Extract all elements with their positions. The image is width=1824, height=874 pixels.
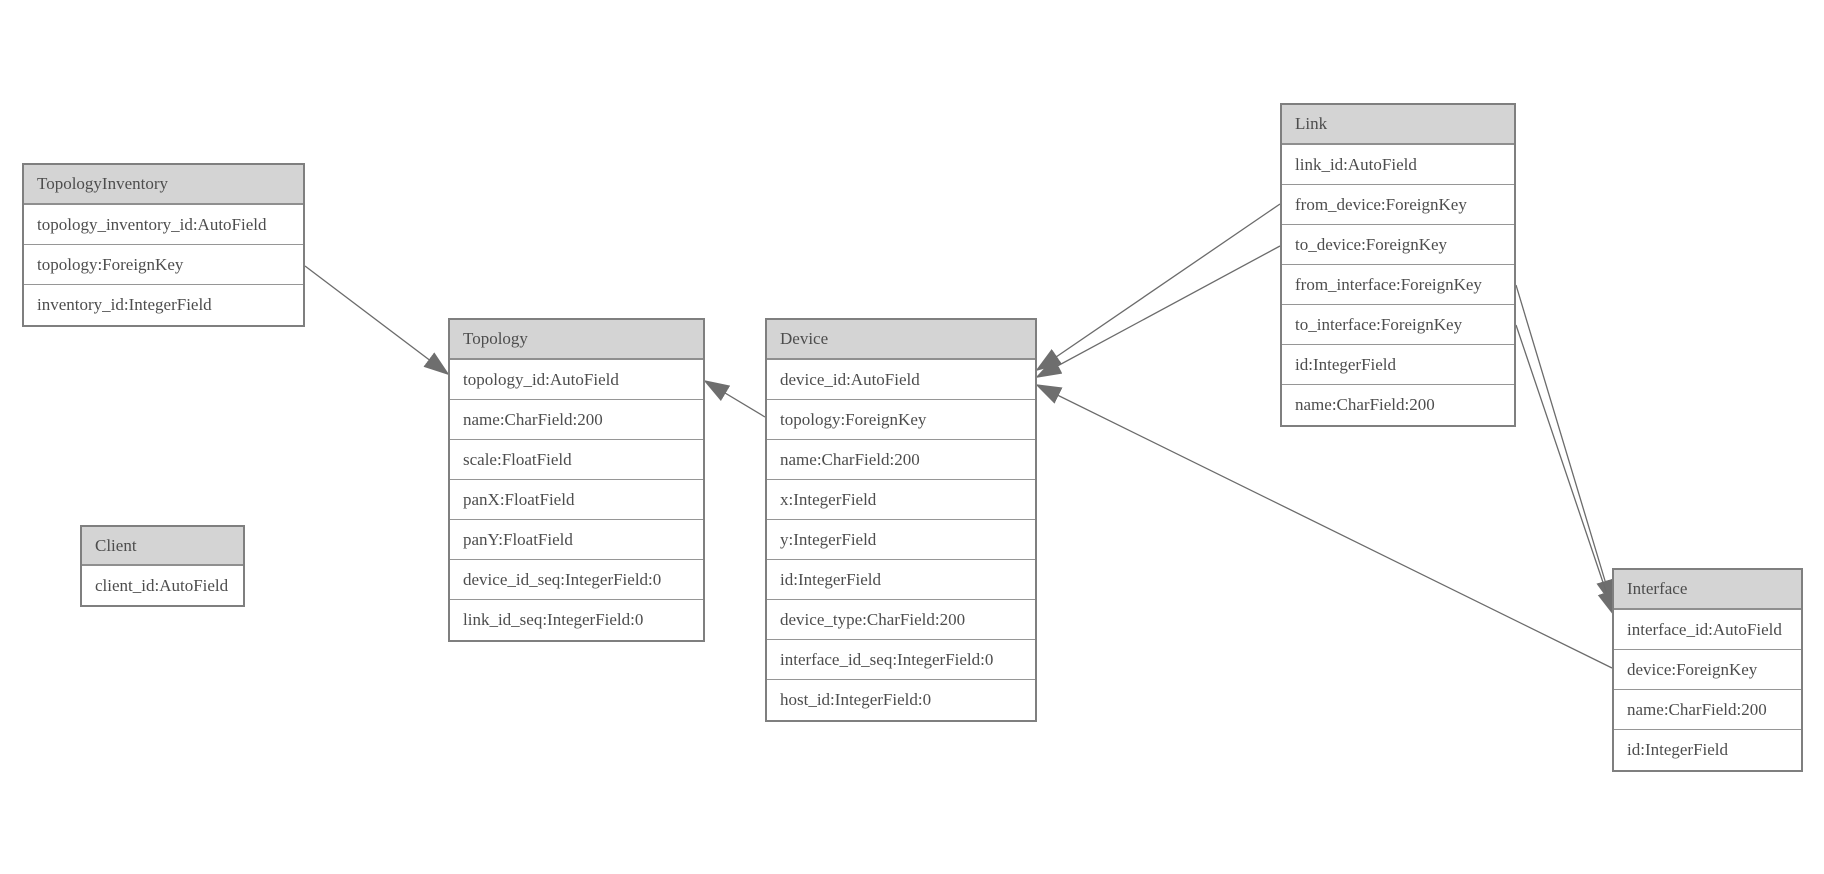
entity-field: name:CharField:200 (1614, 690, 1801, 730)
entity-field: topology_id:AutoField (450, 360, 703, 400)
entity-field: y:IntegerField (767, 520, 1035, 560)
entity-field: interface_id:AutoField (1614, 610, 1801, 650)
entity-title: Device (767, 320, 1035, 360)
entity-field: topology:ForeignKey (767, 400, 1035, 440)
entity-title: Client (82, 527, 243, 566)
entity-field: client_id:AutoField (82, 566, 243, 605)
entity-title: Link (1282, 105, 1514, 145)
edge-link-to-interface-fk (1515, 324, 1615, 617)
entity-field: topology_inventory_id:AutoField (24, 205, 303, 245)
entity-field: interface_id_seq:IntegerField:0 (767, 640, 1035, 680)
entity-field: link_id_seq:IntegerField:0 (450, 600, 703, 640)
entity-field: x:IntegerField (767, 480, 1035, 520)
entity-title: Interface (1614, 570, 1801, 610)
entity-field: device_id_seq:IntegerField:0 (450, 560, 703, 600)
entity-field: from_device:ForeignKey (1282, 185, 1514, 225)
entity-field: name:CharField:200 (1282, 385, 1514, 425)
entity-field: panY:FloatField (450, 520, 703, 560)
entity-title: TopologyInventory (24, 165, 303, 205)
entity-field: scale:FloatField (450, 440, 703, 480)
entity-field: name:CharField:200 (450, 400, 703, 440)
entity-field: device:ForeignKey (1614, 650, 1801, 690)
entity-field: topology:ForeignKey (24, 245, 303, 285)
entity-title: Topology (450, 320, 703, 360)
entity-field: id:IntegerField (1282, 345, 1514, 385)
entity-field: id:IntegerField (1614, 730, 1801, 770)
entity-field: link_id:AutoField (1282, 145, 1514, 185)
entity-field: from_interface:ForeignKey (1282, 265, 1514, 305)
edge-topologyinventory-topology-fk (304, 265, 450, 376)
entity-field: device_type:CharField:200 (767, 600, 1035, 640)
edge-link-to-device-fk (1035, 245, 1281, 378)
entity-field: inventory_id:IntegerField (24, 285, 303, 325)
entity-field: to_interface:ForeignKey (1282, 305, 1514, 345)
edge-device-topology-fk (703, 379, 766, 418)
edge-link-from-interface-fk (1515, 284, 1614, 606)
edge-interface-device-fk (1035, 384, 1613, 669)
entity-field: panX:FloatField (450, 480, 703, 520)
entity-field: to_device:ForeignKey (1282, 225, 1514, 265)
entity-field: host_id:IntegerField:0 (767, 680, 1035, 720)
entity-field: id:IntegerField (767, 560, 1035, 600)
entity-field: name:CharField:200 (767, 440, 1035, 480)
entity-field: device_id:AutoField (767, 360, 1035, 400)
edge-link-from-device-fk (1035, 203, 1281, 372)
